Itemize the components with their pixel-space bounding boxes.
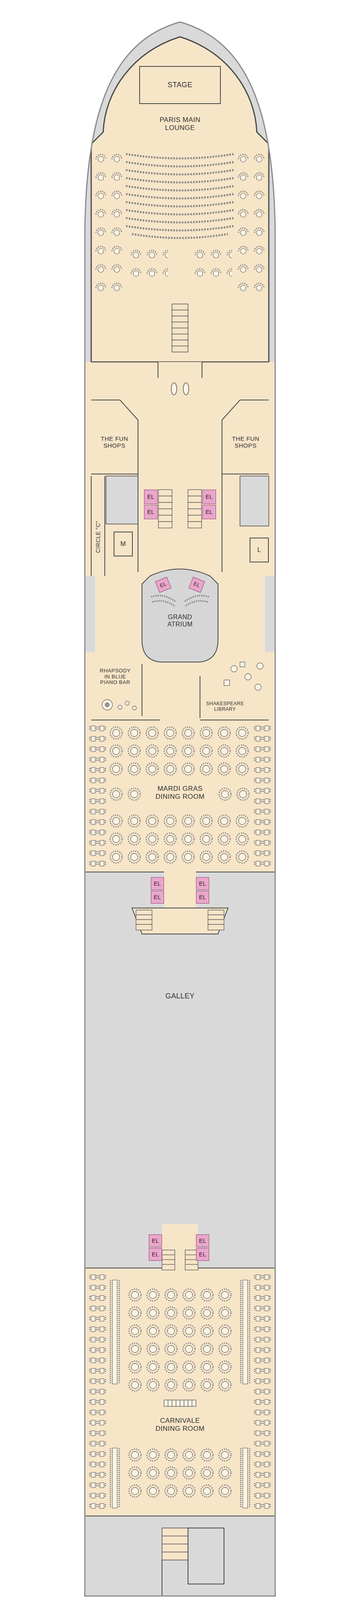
room-label: THE FUN SHOPS bbox=[227, 434, 264, 450]
room-label: EL bbox=[153, 880, 161, 887]
room-label: EL bbox=[147, 508, 155, 516]
room-label: EL bbox=[198, 1237, 206, 1244]
service-area bbox=[264, 576, 275, 652]
stage-box: STAGE bbox=[139, 66, 221, 104]
room-label: EL bbox=[198, 894, 206, 901]
ovals bbox=[171, 382, 189, 395]
room-label: EL bbox=[205, 493, 213, 500]
stair-landing bbox=[164, 872, 196, 912]
lounge-area: PARIS MAIN LOUNGE bbox=[132, 108, 228, 140]
stern-stair bbox=[162, 1528, 188, 1560]
service-area bbox=[240, 476, 269, 526]
room-label: PARIS MAIN LOUNGE bbox=[150, 115, 210, 132]
room-label: STAGE bbox=[166, 80, 194, 90]
room-label: EL bbox=[198, 1251, 206, 1258]
public-areas bbox=[85, 36, 275, 1560]
forward-floor bbox=[85, 362, 275, 720]
library-area: SHAKESPEARE LIBRARY bbox=[200, 698, 250, 716]
lounge-seat-rows bbox=[126, 154, 234, 238]
room-label: MARDI GRAS DINING ROOM bbox=[154, 784, 206, 801]
elevator-box: EL bbox=[202, 489, 216, 504]
small-room: L bbox=[250, 538, 268, 562]
elevator-box: EL bbox=[196, 877, 210, 890]
dining-floor bbox=[85, 720, 275, 872]
room-label: EL bbox=[151, 1251, 159, 1258]
room-label: GALLEY bbox=[164, 991, 196, 1001]
bar-area: RHAPSODY IN BLUE PIANO BAR bbox=[91, 664, 140, 689]
room-label: L bbox=[256, 546, 262, 554]
dining-tables bbox=[88, 723, 272, 869]
library-furniture bbox=[224, 662, 264, 691]
atrium-area: GRAND ATRIUM bbox=[150, 608, 210, 633]
room-label: EL bbox=[158, 580, 168, 589]
room-label: EL bbox=[147, 493, 155, 500]
atrium-seats bbox=[151, 595, 209, 607]
dining-room: CARNIVALE DINING ROOM bbox=[148, 1412, 212, 1438]
stair-landing bbox=[162, 1224, 198, 1270]
dining-floor bbox=[85, 1268, 275, 1516]
room-label: CIRCLE "C" bbox=[94, 519, 102, 554]
hull-fill bbox=[84, 22, 276, 1596]
room-label: CARNIVALE DINING ROOM bbox=[154, 1416, 206, 1433]
corridor-band: CIRCLE "C" bbox=[91, 504, 105, 569]
room-label: THE FUN SHOPS bbox=[96, 434, 133, 450]
room-label: EL bbox=[192, 580, 201, 589]
service-area bbox=[85, 576, 96, 652]
elevator-box: EL bbox=[144, 489, 158, 504]
galley-area: GALLEY bbox=[136, 986, 224, 1006]
hull-outline bbox=[84, 22, 276, 1596]
elevator-box: EL bbox=[202, 504, 216, 520]
elevator-box: EL bbox=[150, 877, 164, 890]
piano-bar-furniture bbox=[102, 699, 137, 710]
room-label: M bbox=[119, 540, 128, 548]
lounge-booths bbox=[92, 150, 268, 298]
buffet-bar bbox=[164, 1400, 196, 1407]
room-label: EL bbox=[151, 1237, 159, 1244]
small-room: M bbox=[114, 532, 132, 556]
elevator-box: EL bbox=[148, 1248, 162, 1261]
elevator-box: EL bbox=[196, 1234, 210, 1248]
elevator-box: EL bbox=[196, 1248, 210, 1261]
elevator-box: EL bbox=[148, 1234, 162, 1248]
elevator-box: EL bbox=[196, 890, 210, 904]
room-label: GRAND ATRIUM bbox=[158, 613, 202, 629]
service-area bbox=[106, 476, 138, 524]
atrium-well bbox=[142, 569, 218, 663]
dining-tables bbox=[88, 1272, 272, 1512]
room-label: RHAPSODY IN BLUE PIANO BAR bbox=[96, 667, 134, 687]
shop-room: THE FUN SHOPS bbox=[92, 424, 136, 460]
room-label: EL bbox=[153, 894, 161, 901]
lounge-floor bbox=[91, 36, 269, 362]
walls bbox=[85, 362, 275, 1596]
stair-landing bbox=[132, 908, 228, 934]
room-label: SHAKESPEARE LIBRARY bbox=[203, 700, 248, 713]
elevator-box: EL bbox=[150, 890, 164, 904]
room-label: EL bbox=[198, 880, 206, 887]
room-label: EL bbox=[205, 508, 213, 516]
dining-room: MARDI GRAS DINING ROOM bbox=[150, 780, 210, 805]
shop-room: THE FUN SHOPS bbox=[224, 424, 268, 460]
elevator-box: EL bbox=[144, 504, 158, 520]
lounge-stairs bbox=[172, 304, 188, 352]
